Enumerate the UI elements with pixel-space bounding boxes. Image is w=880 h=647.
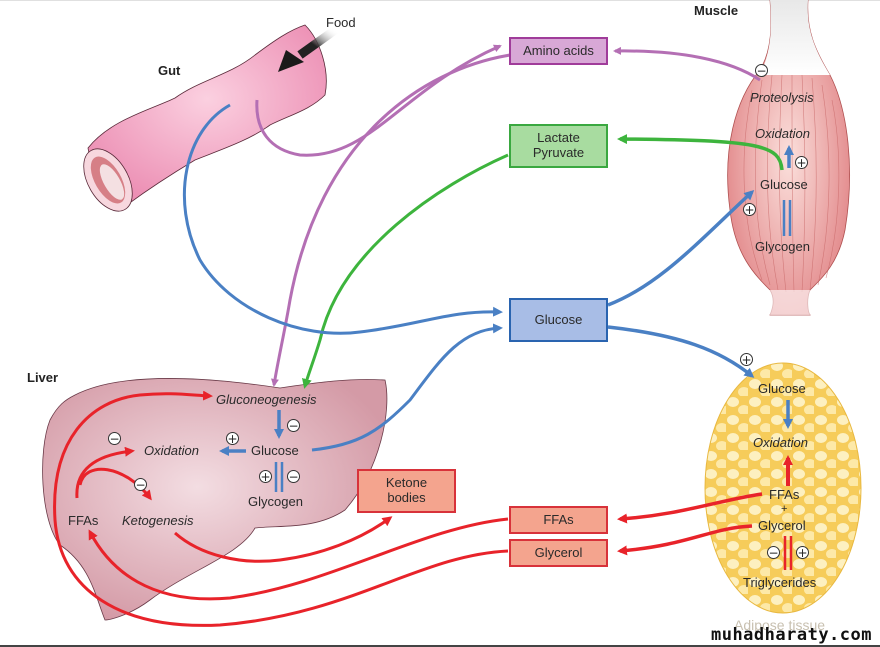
arrow-glycerol-triglycerides <box>783 536 793 570</box>
food-label: Food <box>326 15 356 30</box>
muscle-proteolysis-label: Proteolysis <box>750 90 814 105</box>
path-ketogenesis-to-ketone-bodies <box>174 516 393 563</box>
plus-sign-glycogenesis: + <box>259 470 272 484</box>
plus-sign-muscle-oxidation: + <box>795 156 808 170</box>
plus-sign-adipose-uptake: + <box>740 353 753 367</box>
path-adipose-glycerol-to-box <box>617 524 753 556</box>
plus-sign-liver-oxidation: + <box>226 432 239 446</box>
path-glucose-to-adipose <box>607 325 755 378</box>
minus-sign-gluconeogenesis: − <box>287 419 300 433</box>
bodies-text: bodies <box>387 490 426 505</box>
adipose-ffas-label: FFAs <box>769 487 800 502</box>
path-glycerol-box-to-gluconeogenesis <box>53 390 509 627</box>
muscle-label: Muscle <box>694 3 739 18</box>
adipose-glucose-label: Glucose <box>758 381 806 396</box>
liver-ketogenesis-label: Ketogenesis <box>122 513 194 528</box>
liver-glycogen-label: Glycogen <box>248 494 303 509</box>
liver-oxidation-label: Oxidation <box>144 443 199 458</box>
liver-gluconeogenesis-label: Gluconeogenesis <box>216 392 317 407</box>
path-adipose-ffas-to-box <box>617 492 763 524</box>
glucose-box: Glucose <box>509 298 608 342</box>
liver-ffas-label: FFAs <box>68 513 99 528</box>
watermark: muhadharaty.com <box>710 625 872 645</box>
lactate-text: Lactate <box>537 130 580 146</box>
path-lactate-to-liver <box>302 153 509 389</box>
top-border <box>0 0 880 1</box>
amino-acids-box: Amino acids <box>509 37 608 65</box>
ffas-box: FFAs <box>509 506 608 534</box>
minus-sign-ketogenesis: − <box>134 478 147 492</box>
minus-sign-proteolysis: − <box>755 64 768 78</box>
gut-label: Gut <box>158 63 181 78</box>
adipose-plus-label: + <box>781 503 788 515</box>
adipose-oxidation-label: Oxidation <box>753 435 808 450</box>
path-muscle-to-amino-acids <box>613 46 761 82</box>
pyruvate-text: Pyruvate <box>532 145 585 160</box>
adipose-triglycerides-label: Triglycerides <box>743 575 817 590</box>
ketone-text: Ketone <box>385 475 428 491</box>
path-gut-to-glucose <box>182 103 503 335</box>
ketone-bodies-box: Ketone bodies <box>357 469 456 513</box>
muscle-glucose-label: Glucose <box>760 177 808 192</box>
path-glucose-to-muscle <box>607 189 755 307</box>
food-arrow <box>278 26 338 72</box>
bottom-border <box>0 645 880 647</box>
arrow-muscle-glycogen-glucose <box>782 200 792 236</box>
path-muscle-to-lactate <box>617 134 784 171</box>
path-liver-to-glucose <box>311 323 503 452</box>
lactate-pyruvate-box: Lactate Pyruvate <box>509 124 608 168</box>
adipose-glycerol-label: Glycerol <box>758 518 806 533</box>
glycerol-box: Glycerol <box>509 539 608 567</box>
liver-illustration <box>42 377 388 621</box>
path-ffas-box-to-liver <box>88 517 509 601</box>
gut-illustration <box>83 24 327 212</box>
arrow-ffas-to-oxidation <box>75 446 135 499</box>
liver-glucose-label: Glucose <box>251 443 299 458</box>
liver-label: Liver <box>27 370 59 385</box>
path-amino-acids-to-liver <box>270 53 511 387</box>
muscle-glycogen-label: Glycogen <box>755 239 810 254</box>
path-gut-to-amino-acids <box>255 44 502 157</box>
plus-sign-muscle-uptake: + <box>743 203 756 217</box>
minus-sign-lipogenesis: − <box>767 546 780 560</box>
muscle-oxidation-label: Oxidation <box>755 126 810 141</box>
minus-sign-glycogenolysis: − <box>287 470 300 484</box>
minus-sign-ffa-oxidation: − <box>108 432 121 446</box>
adipose-illustration <box>704 362 862 614</box>
arrow-liver-glucose-glycogen <box>274 462 284 492</box>
adipose-label: Adipose tissue <box>734 617 826 633</box>
plus-sign-lipolysis: + <box>796 546 809 560</box>
